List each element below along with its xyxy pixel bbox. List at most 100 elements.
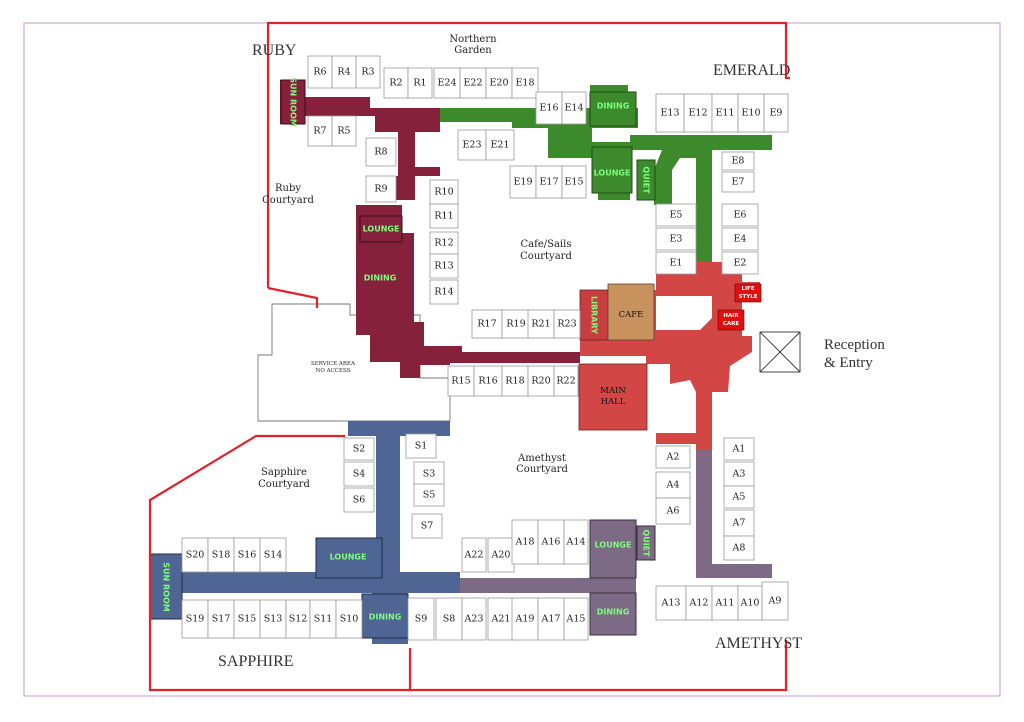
room-box bbox=[723, 485, 755, 509]
room-label: A7 bbox=[732, 518, 746, 529]
room-label: S18 bbox=[212, 550, 231, 561]
room-box bbox=[365, 137, 397, 167]
room-label: R23 bbox=[557, 319, 576, 330]
room-r20: R20 bbox=[527, 365, 555, 397]
room-r2: R2 bbox=[383, 67, 409, 99]
room-label: R8 bbox=[374, 147, 387, 158]
service-area-label-2: NO ACCESS bbox=[316, 368, 351, 374]
room-label: S20 bbox=[186, 550, 205, 561]
room-r18: R18 bbox=[501, 365, 529, 397]
room-label: R10 bbox=[434, 187, 453, 198]
library-label: LIBRARY bbox=[590, 296, 599, 334]
room-label: S14 bbox=[264, 550, 283, 561]
room-s4: S4 bbox=[343, 461, 375, 487]
room-s11: S11 bbox=[309, 599, 337, 639]
room-label: R9 bbox=[374, 184, 387, 195]
amethyst-dining bbox=[589, 592, 637, 636]
room-label: E24 bbox=[437, 78, 456, 89]
emerald-quiet bbox=[636, 159, 656, 201]
room-label: S10 bbox=[340, 614, 359, 625]
room-box bbox=[407, 67, 433, 99]
room-e1: E1 bbox=[655, 251, 697, 275]
room-r16: R16 bbox=[473, 365, 503, 397]
amethyst-courtyard-label-1: Amethyst bbox=[517, 453, 566, 464]
room-box bbox=[655, 445, 691, 469]
room-label: S1 bbox=[415, 441, 428, 452]
emerald-lounge bbox=[591, 146, 633, 194]
room-box bbox=[737, 585, 763, 621]
main-hall-label-1: MAIN bbox=[600, 386, 626, 396]
room-a4: A4 bbox=[655, 471, 691, 499]
room-box bbox=[407, 597, 435, 641]
room-box bbox=[461, 537, 487, 573]
room-label: R1 bbox=[413, 78, 426, 89]
room-box bbox=[761, 581, 789, 621]
room-label: R6 bbox=[313, 67, 326, 78]
room-r14: R14 bbox=[429, 279, 459, 305]
room-label: R21 bbox=[531, 319, 550, 330]
room-label: E10 bbox=[741, 108, 760, 119]
room-label: A14 bbox=[566, 537, 586, 548]
room-label: E7 bbox=[732, 177, 745, 188]
room-box bbox=[721, 171, 755, 193]
emerald-corridor bbox=[440, 85, 772, 262]
room-box bbox=[655, 471, 691, 499]
room-s9: S9 bbox=[407, 597, 435, 641]
hair-care-label-2: CARE bbox=[723, 321, 740, 327]
ruby-lounge bbox=[359, 215, 403, 243]
room-a17: A17 bbox=[537, 597, 565, 641]
room-box bbox=[457, 129, 487, 161]
room-box bbox=[685, 585, 713, 621]
wing-label-ruby: RUBY bbox=[252, 42, 297, 59]
room-box bbox=[343, 461, 375, 487]
room-s20: S20 bbox=[181, 537, 209, 573]
room-label: R4 bbox=[337, 67, 350, 78]
room-box bbox=[721, 251, 759, 275]
room-r4: R4 bbox=[331, 55, 357, 89]
room-e23: E23 bbox=[457, 129, 487, 161]
room-label: A21 bbox=[491, 614, 511, 625]
room-e14: E14 bbox=[561, 91, 587, 125]
room-box bbox=[405, 433, 437, 459]
ruby-sun-room bbox=[280, 79, 306, 125]
room-box bbox=[537, 519, 565, 565]
room-label: E6 bbox=[734, 210, 747, 221]
room-s19: S19 bbox=[181, 599, 209, 639]
room-box bbox=[511, 67, 539, 99]
room-box bbox=[471, 309, 503, 339]
room-label: E22 bbox=[463, 78, 482, 89]
room-label: E11 bbox=[715, 108, 734, 119]
room-label: E16 bbox=[539, 103, 558, 114]
sapphire-dining-label: DINING bbox=[369, 613, 402, 622]
room-a8: A8 bbox=[723, 535, 755, 561]
room-label: E19 bbox=[513, 177, 532, 188]
room-e16: E16 bbox=[535, 91, 563, 125]
room-a14: A14 bbox=[563, 519, 589, 565]
room-box bbox=[355, 55, 381, 89]
room-label: A17 bbox=[541, 614, 561, 625]
reception-entry-symbol bbox=[759, 331, 801, 373]
room-label: A22 bbox=[464, 550, 484, 561]
room-label: R3 bbox=[361, 67, 374, 78]
room-box bbox=[459, 67, 487, 99]
room-box bbox=[335, 599, 363, 639]
room-box bbox=[655, 497, 691, 525]
room-label: A13 bbox=[661, 598, 681, 609]
room-e5: E5 bbox=[655, 203, 697, 227]
room-e15: E15 bbox=[561, 165, 587, 199]
room-label: A23 bbox=[464, 614, 484, 625]
room-label: A10 bbox=[740, 598, 760, 609]
room-s6: S6 bbox=[343, 487, 375, 513]
room-e11: E11 bbox=[711, 93, 739, 133]
room-box bbox=[429, 203, 459, 229]
room-label: E4 bbox=[734, 234, 747, 245]
reception-label-1: Reception bbox=[824, 337, 885, 353]
room-box bbox=[447, 365, 475, 397]
emerald-lounge-label: LOUNGE bbox=[594, 169, 631, 178]
room-label: E9 bbox=[770, 108, 783, 119]
room-label: A9 bbox=[768, 596, 782, 607]
cafe-label: CAFE bbox=[619, 310, 644, 320]
room-box bbox=[207, 537, 235, 573]
room-e20: E20 bbox=[485, 67, 513, 99]
